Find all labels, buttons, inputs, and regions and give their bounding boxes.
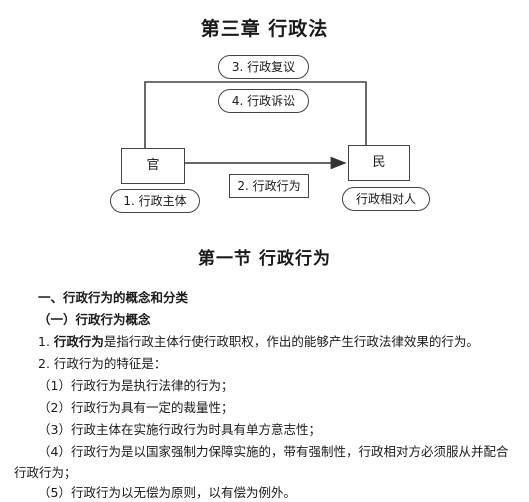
chapter-title: 第三章 行政法: [200, 18, 329, 40]
counterpart-label: 行政相对人: [342, 187, 430, 211]
features-heading: 2. 行政行为的特征是：: [38, 356, 167, 371]
definition-line: 1. 行政行为是指行政主体行使行政职权，作出的能够产生行政法律效果的行为。: [38, 333, 479, 351]
section-title: 第一节 行政行为: [198, 249, 331, 269]
heading-concept: （一）行政行为概念: [38, 312, 151, 327]
administrative-action-label: 2. 行政行为: [229, 174, 309, 198]
official-node: 官: [121, 148, 185, 184]
feature-item: （5）行政行为以无偿为原则，以有偿为例外。: [38, 485, 296, 500]
relationship-diagram: [144, 81, 367, 170]
feature-item: （1）行政行为是执行法律的行为；: [38, 378, 234, 393]
administrative-subject-label: 1. 行政主体: [110, 189, 200, 213]
feature-item: （2）行政行为具有一定的裁量性；: [38, 400, 234, 415]
feature-item: （3）行政主体在实施行政行为时具有单方意志性；: [38, 422, 321, 437]
feature-item: （4）行政行为是以国家强制力保障实施的，带有强制性，行政相对方必须服从并配合: [38, 444, 509, 459]
litigation-label: 4. 行政诉讼: [218, 89, 309, 113]
heading-concept-classification: 一、行政行为的概念和分类: [38, 290, 189, 305]
definition-number: 1.: [38, 334, 54, 349]
definition-term: 行政行为: [53, 334, 104, 349]
citizen-node: 民: [348, 145, 410, 181]
feature-item-continuation: 行政行为；: [14, 465, 77, 480]
connector-line: [144, 81, 367, 148]
definition-text: 是指行政主体行使行政职权，作出的能够产生行政法律效果的行为。: [103, 334, 479, 349]
review-label: 3. 行政复议: [218, 55, 309, 79]
